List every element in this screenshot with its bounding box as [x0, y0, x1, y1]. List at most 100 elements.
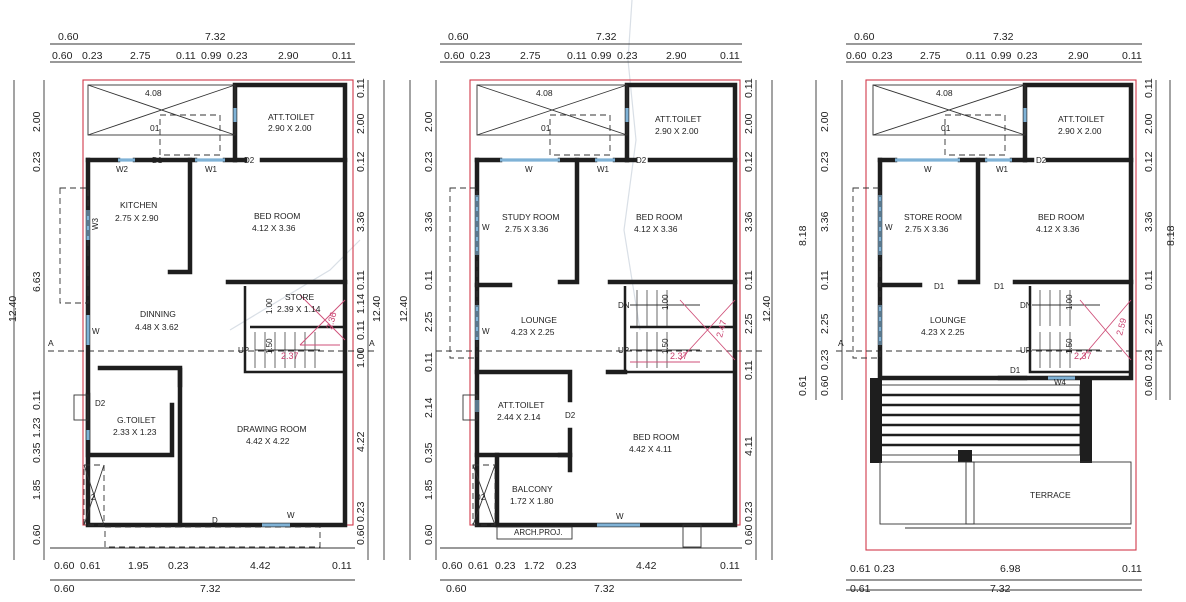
room-name: STORE	[285, 292, 314, 302]
dim: 0.61	[850, 583, 871, 595]
first-floor-plan	[409, 43, 773, 581]
dim: 3.36	[1143, 211, 1155, 232]
room-size: 2.75 X 3.36	[505, 224, 549, 234]
dim: 1.85	[423, 479, 435, 500]
dim: 0.23	[423, 151, 435, 172]
dim: 3.36	[355, 211, 367, 232]
dim: 3.36	[819, 211, 831, 232]
dim: 4.11	[743, 436, 755, 456]
mark: W	[924, 165, 932, 174]
mark: W1	[205, 165, 218, 174]
stair-dim: 2.37	[281, 351, 299, 361]
dim: 0.60	[448, 31, 469, 43]
room-name: ATT.TOILET	[1058, 114, 1104, 124]
room-name: BED ROOM	[1038, 212, 1084, 222]
dim: 0.60	[444, 50, 465, 62]
stair-dim: 1.00	[661, 294, 670, 310]
mark: D1	[1010, 366, 1021, 375]
dim: 3.36	[743, 211, 755, 232]
stair-dim: 1.50	[265, 338, 274, 354]
dim: 7.32	[990, 583, 1011, 595]
dim: 0.23	[31, 151, 43, 172]
stair-dim: 2.59	[1114, 317, 1128, 337]
dim: 0.11	[720, 50, 740, 62]
mark: 01	[941, 123, 951, 133]
terrace-pergola	[870, 378, 1092, 463]
dim: 2.90	[278, 50, 299, 62]
mark: W3	[91, 217, 100, 230]
mark: 02	[476, 492, 486, 502]
room-size: 4.48 X 3.62	[135, 322, 179, 332]
staircase	[630, 290, 736, 368]
dim: 2.00	[423, 111, 435, 132]
dim: 2.25	[423, 311, 435, 332]
dim: 7.32	[200, 583, 221, 595]
dim: 3.36	[423, 211, 435, 232]
mark: W	[525, 165, 533, 174]
mark: D1	[152, 156, 163, 165]
dim: 2.75	[520, 50, 541, 62]
room-size: 2.44 X 2.14	[497, 412, 541, 422]
dim: 0.60	[31, 524, 43, 545]
dim: 0.23	[1143, 349, 1155, 370]
stair-dim: 2.47	[714, 319, 728, 339]
room-size: 4.23 X 2.25	[921, 327, 965, 337]
dim: 8.18	[797, 225, 809, 246]
dim: 0.23	[743, 501, 755, 522]
dim: 0.23	[872, 50, 893, 62]
dim: 12.40	[7, 296, 19, 322]
dim: 7.32	[594, 583, 615, 595]
dim: 1.14	[355, 293, 367, 314]
dim: 0.11	[743, 270, 755, 290]
mark: 02	[86, 492, 96, 502]
dim: 0.11	[1143, 270, 1155, 290]
dim: 0.11	[31, 390, 43, 410]
ground-floor-plan	[13, 43, 385, 581]
dim: 1.00	[355, 347, 367, 368]
stair-dim: 2.37	[670, 351, 688, 361]
dim: 0.11	[966, 50, 986, 62]
dim: 0.60	[846, 50, 867, 62]
mark: W2	[116, 165, 129, 174]
dim: 0.60	[355, 524, 367, 545]
mark: W	[482, 327, 490, 336]
mark: 4.08	[145, 88, 162, 98]
dim: 7.32	[993, 31, 1014, 43]
dim: 2.00	[31, 111, 43, 132]
dim: 6.98	[1000, 563, 1021, 575]
dim: 0.23	[82, 50, 103, 62]
dim: 0.11	[1122, 50, 1142, 62]
room-size: 4.42 X 4.22	[246, 436, 290, 446]
room-name: KITCHEN	[120, 200, 157, 210]
plan1-labels: 0.60 7.32 0.60 0.23 2.75 0.11 0.99 0.23 …	[7, 31, 383, 595]
dim: 2.75	[920, 50, 941, 62]
mark: D1	[934, 282, 945, 291]
dim: 0.23	[874, 563, 895, 575]
dim: 0.12	[1143, 151, 1155, 172]
plan3-labels: 0.60 7.32 0.60 0.23 2.75 0.11 0.99 0.23 …	[797, 31, 1177, 595]
mark: D2	[636, 156, 647, 165]
room-size: 2.75 X 3.36	[905, 224, 949, 234]
dim: 4.42	[636, 560, 657, 572]
section-mark: A	[1157, 338, 1163, 348]
dim: 0.11	[423, 270, 435, 290]
mark: D2	[1036, 156, 1047, 165]
second-floor-plan	[815, 43, 1171, 591]
dim: 2.00	[355, 113, 367, 134]
dim: 0.23	[1017, 50, 1038, 62]
mark: W	[616, 512, 624, 521]
dim: 0.23	[617, 50, 638, 62]
room-size: 2.90 X 2.00	[268, 123, 312, 133]
mark: W	[885, 223, 893, 232]
dim: 2.90	[1068, 50, 1089, 62]
dim: 0.11	[423, 352, 435, 372]
dim: 0.61	[80, 560, 101, 572]
dim: 0.60	[854, 31, 875, 43]
mark: D2	[244, 156, 255, 165]
mark: 01	[150, 123, 160, 133]
mark: 4.08	[936, 88, 953, 98]
staircase	[1032, 290, 1132, 368]
dim: 2.14	[423, 397, 435, 418]
stair-dim: 2.36	[324, 311, 338, 331]
